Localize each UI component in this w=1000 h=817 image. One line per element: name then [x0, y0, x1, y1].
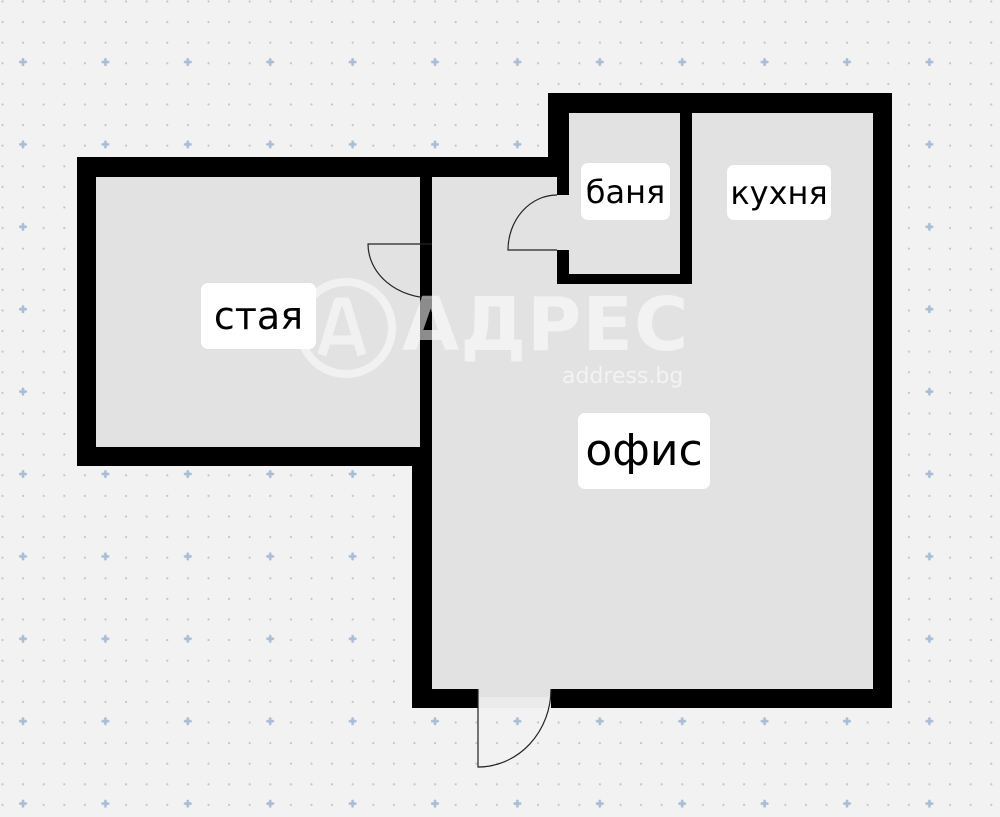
door-room-swing — [367, 243, 433, 299]
room-label-office: офис — [578, 413, 710, 489]
wall-bath-right — [680, 113, 692, 284]
wall-bath-bottom — [557, 274, 692, 284]
door-bathroom-swing — [507, 194, 558, 251]
interior-walls — [420, 113, 692, 466]
room-label-office-text: офис — [585, 425, 703, 476]
room-label-kitchen: кухня — [727, 165, 831, 220]
wall-bath-left-upper — [557, 113, 569, 195]
room-label-bathroom: баня — [581, 163, 670, 220]
room-label-kitchen-text: кухня — [730, 173, 828, 212]
room-label-room-text: стая — [213, 294, 304, 338]
wall-room-corridor-lower — [420, 298, 432, 466]
floor-main — [432, 113, 873, 689]
room-label-room: стая — [201, 283, 316, 349]
floors — [96, 113, 873, 689]
doors — [367, 194, 558, 768]
wall-room-corridor-upper — [420, 177, 432, 244]
door-entrance-swing — [477, 688, 552, 768]
room-label-bathroom-text: баня — [585, 172, 666, 211]
